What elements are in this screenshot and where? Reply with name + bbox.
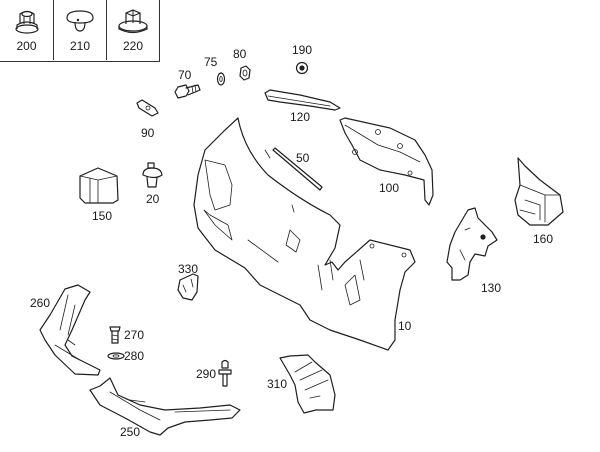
part-160-drawing[interactable]	[514, 157, 564, 226]
part-10-drawing[interactable]	[193, 117, 416, 351]
part-label-150: 150	[92, 209, 113, 223]
part-20-drawing[interactable]	[142, 162, 163, 188]
part-150-drawing[interactable]	[79, 167, 119, 204]
part-120-drawing[interactable]	[264, 89, 341, 111]
part-label-50: 50	[296, 151, 310, 165]
part-310-drawing[interactable]	[279, 354, 336, 414]
part-90-drawing[interactable]	[136, 99, 159, 117]
legend-cell-200[interactable]: 200	[0, 0, 53, 60]
part-label-20: 20	[146, 192, 160, 206]
legend-box: 200 210 220	[0, 0, 160, 62]
part-label-100: 100	[379, 181, 400, 195]
part-label-70: 70	[178, 68, 192, 82]
legend-label-220: 220	[122, 39, 144, 53]
part-label-10: 10	[398, 319, 412, 333]
part-label-310: 310	[267, 377, 288, 391]
part-label-160: 160	[533, 232, 554, 246]
legend-label-200: 200	[16, 39, 37, 53]
part-label-75: 75	[204, 55, 218, 69]
legend-cell-210[interactable]: 210	[53, 0, 106, 60]
legend-cell-220[interactable]: 220	[106, 0, 159, 60]
part-label-260: 260	[30, 296, 51, 310]
part-label-250: 250	[120, 425, 141, 439]
part-label-120: 120	[290, 110, 311, 124]
part-100-drawing[interactable]	[339, 117, 434, 206]
part-label-330: 330	[178, 262, 199, 276]
part-190-drawing[interactable]	[295, 61, 309, 75]
part-label-270: 270	[124, 328, 145, 342]
part-75-drawing[interactable]	[216, 72, 226, 86]
part-label-90: 90	[141, 126, 155, 140]
expanding-rivet-icon	[66, 10, 94, 32]
part-270-drawing[interactable]	[109, 326, 121, 344]
part-label-130: 130	[481, 281, 502, 295]
part-260-drawing[interactable]	[39, 284, 101, 376]
part-250-drawing[interactable]	[89, 377, 241, 436]
flange-nut-icon	[118, 9, 148, 34]
part-280-drawing[interactable]	[107, 352, 125, 360]
nut-cap-icon	[15, 10, 39, 34]
part-130-drawing[interactable]	[446, 207, 498, 281]
legend-label-210: 210	[69, 39, 91, 53]
part-label-290: 290	[196, 367, 217, 381]
part-70-drawing[interactable]	[174, 84, 201, 99]
part-80-drawing[interactable]	[239, 65, 251, 81]
part-label-190: 190	[292, 43, 313, 57]
part-330-drawing[interactable]	[177, 273, 199, 301]
part-label-280: 280	[124, 349, 145, 363]
part-50-drawing[interactable]	[272, 147, 323, 191]
part-290-drawing[interactable]	[218, 359, 232, 387]
part-label-80: 80	[233, 47, 247, 61]
